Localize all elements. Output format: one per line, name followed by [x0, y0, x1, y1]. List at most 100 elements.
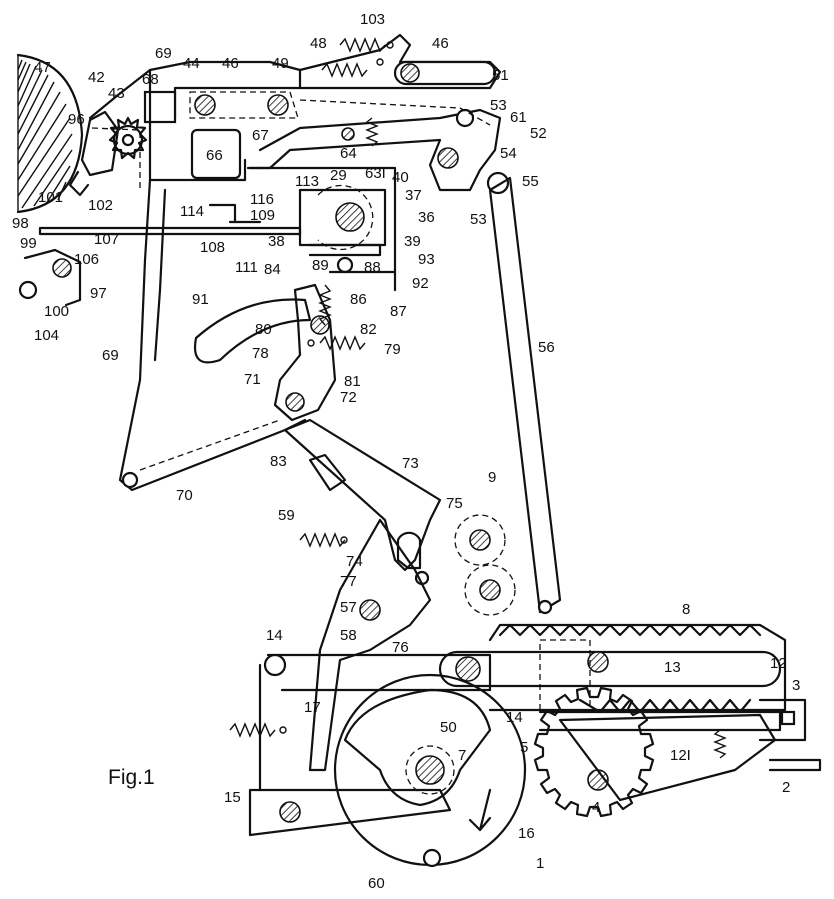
label-106: 106 [74, 251, 99, 268]
upper-bracket-44 [88, 60, 302, 182]
label-9: 9 [488, 469, 496, 486]
label-12b: 12I [670, 747, 691, 764]
label-14b: 14 [506, 709, 523, 726]
label-84: 84 [264, 261, 281, 278]
label-48: 48 [310, 35, 327, 52]
label-91: 91 [192, 291, 209, 308]
label-53a: 53 [490, 97, 507, 114]
label-13: 13 [664, 659, 681, 676]
label-111: 111 [235, 259, 258, 276]
label-59: 59 [278, 507, 295, 524]
cam-9-upper [454, 514, 506, 566]
carriage-plate-63 [248, 166, 397, 292]
label-2: 2 [782, 779, 790, 796]
bracket-3 [713, 698, 822, 772]
label-37: 37 [405, 187, 422, 204]
bell-crank-53 [246, 99, 510, 195]
label-72: 72 [340, 389, 357, 406]
label-17: 17 [304, 699, 321, 716]
label-57: 57 [340, 599, 357, 616]
label-89: 89 [312, 257, 329, 274]
label-100: 100 [44, 303, 69, 320]
main-frame-69 [118, 178, 307, 492]
label-63: 63I [365, 165, 386, 182]
label-116: 116 [250, 191, 274, 208]
label-83: 83 [270, 453, 287, 470]
label-107: 107 [94, 231, 119, 248]
label-7: 7 [458, 747, 466, 764]
label-38: 38 [268, 233, 285, 250]
label-77: 77 [340, 573, 357, 590]
lever-57 [299, 518, 432, 772]
label-43: 43 [108, 85, 125, 102]
cam-9-lower [464, 564, 516, 616]
long-link-56 [488, 176, 562, 615]
label-108: 108 [200, 239, 225, 256]
label-60: 60 [368, 875, 385, 892]
disc-16 [333, 673, 527, 868]
curved-slot-91 [193, 298, 312, 364]
label-56: 56 [538, 339, 555, 356]
gear-43 [108, 116, 148, 160]
bar-14 [263, 653, 492, 692]
label-80: 80 [255, 321, 272, 338]
label-93: 93 [418, 251, 435, 268]
label-58: 58 [340, 627, 357, 644]
label-69b: 69 [102, 347, 119, 364]
label-98: 98 [12, 215, 29, 232]
label-4: 4 [592, 799, 600, 816]
label-103: 103 [360, 11, 385, 28]
rod-107 [38, 203, 302, 236]
label-5: 5 [520, 739, 528, 756]
reference-numerals: 103 48 46 69 44 46 49 47 42 43 68 51 53 … [12, 11, 800, 892]
label-87: 87 [390, 303, 407, 320]
lever-99 [18, 248, 82, 307]
label-29: 29 [330, 167, 347, 184]
label-44: 44 [183, 55, 200, 72]
rack-8 [438, 623, 787, 732]
label-81: 81 [344, 373, 361, 390]
top-slotted-link [298, 33, 502, 90]
label-101: 101 [38, 189, 63, 206]
label-68: 68 [142, 71, 159, 88]
label-61: 61 [510, 109, 527, 126]
label-16: 16 [518, 825, 535, 842]
label-73: 73 [402, 455, 419, 472]
label-3: 3 [792, 677, 800, 694]
gear-5 [533, 686, 777, 818]
label-51: 51 [492, 67, 509, 84]
label-113: 113 [295, 173, 319, 190]
label-114: 114 [180, 203, 204, 220]
label-53b: 53 [470, 211, 487, 228]
label-40: 40 [392, 169, 409, 186]
label-97: 97 [90, 285, 107, 302]
swing-lever-81 [273, 283, 366, 422]
platen-segment-47 [16, 53, 84, 214]
label-70: 70 [176, 487, 193, 504]
figure-caption: Fig.1 [108, 766, 155, 789]
label-52: 52 [530, 125, 547, 142]
label-104: 104 [34, 327, 59, 344]
label-79: 79 [384, 341, 401, 358]
label-69a: 69 [155, 45, 172, 62]
label-71: 71 [244, 371, 261, 388]
label-74: 74 [346, 553, 363, 570]
label-42: 42 [88, 69, 105, 86]
label-12: 12 [770, 655, 787, 672]
label-49: 49 [272, 55, 289, 72]
label-1: 1 [536, 855, 544, 872]
lever-96-101 [68, 110, 141, 197]
label-15: 15 [224, 789, 241, 806]
label-78: 78 [252, 345, 269, 362]
label-102: 102 [88, 197, 113, 214]
label-92: 92 [412, 275, 429, 292]
label-46a: 46 [432, 35, 449, 52]
label-99: 99 [20, 235, 37, 252]
label-82: 82 [360, 321, 377, 338]
label-86: 86 [350, 291, 367, 308]
label-54: 54 [500, 145, 517, 162]
label-46b: 46 [222, 55, 239, 72]
label-14a: 14 [266, 627, 283, 644]
label-67: 67 [252, 127, 269, 144]
